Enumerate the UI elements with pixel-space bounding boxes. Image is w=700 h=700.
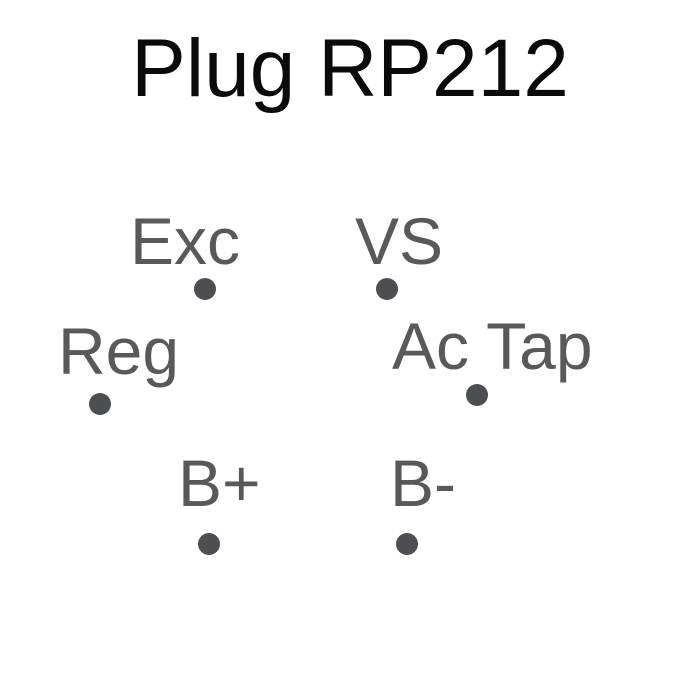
pin-label-b-plus: B+ — [178, 446, 261, 520]
pin-dot-reg — [89, 393, 111, 415]
pin-dot-b-plus — [198, 533, 220, 555]
pin-dot-vs — [376, 278, 398, 300]
pin-dot-b-minus — [396, 533, 418, 555]
pin-label-reg: Reg — [58, 314, 180, 388]
pin-label-ac-tap: Ac Tap — [392, 309, 593, 383]
pin-dot-ac-tap — [466, 384, 488, 406]
pin-dot-exc — [194, 278, 216, 300]
pin-label-b-minus: B- — [390, 446, 456, 520]
pin-label-vs: VS — [355, 204, 444, 278]
diagram-title: Plug RP212 — [131, 23, 569, 114]
pin-label-exc: Exc — [130, 204, 241, 278]
